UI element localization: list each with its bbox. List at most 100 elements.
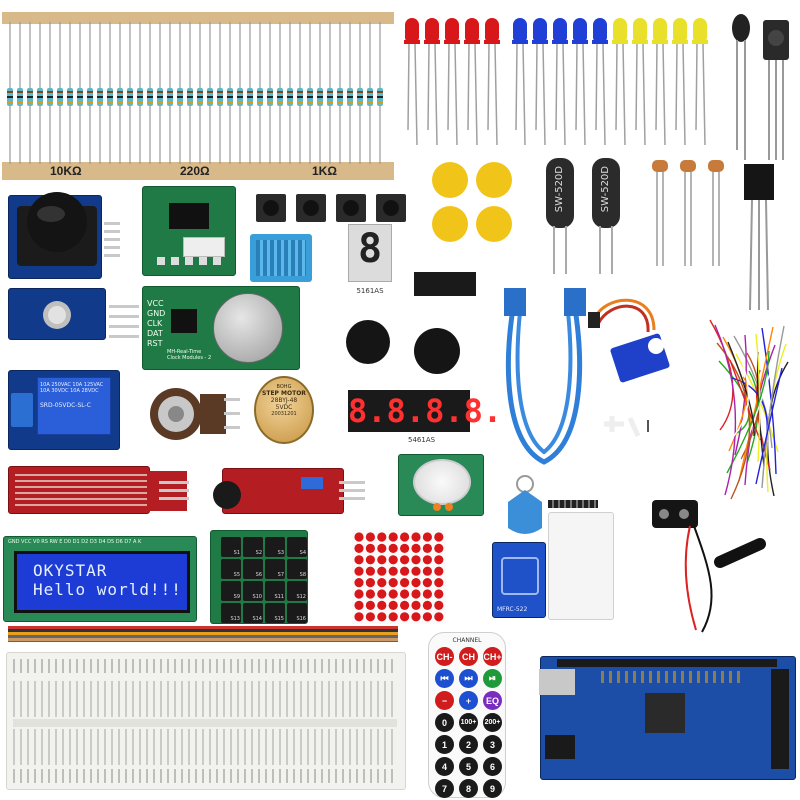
relay-spec-1: 10A 250VAC 10A 125VAC [40, 382, 104, 388]
remote-key[interactable]: 4 [435, 757, 454, 776]
four-digit-part: 5461AS [408, 436, 436, 444]
matrix-dot [354, 543, 364, 553]
remote-key[interactable]: 2 [459, 735, 478, 754]
ic-chip [414, 272, 476, 296]
keypad-key[interactable]: S13 [221, 603, 241, 623]
matrix-dot [377, 566, 387, 576]
keypad-key[interactable]: S7 [265, 559, 285, 579]
keypad-key[interactable]: S15 [265, 603, 285, 623]
pir-sensor [398, 454, 484, 516]
keypad-key[interactable]: S3 [265, 537, 285, 557]
rtc-pin-vcc: VCC [147, 299, 164, 308]
keypad-key[interactable]: S8 [287, 559, 307, 579]
resistor-array [7, 22, 383, 164]
remote-key[interactable]: 3 [483, 735, 502, 754]
stepper-model: 28BYJ-48 [270, 397, 298, 404]
rtc-battery [213, 293, 283, 363]
rtc-pin-gnd: GND [147, 309, 166, 318]
matrix-dot [422, 555, 432, 565]
keypad-key[interactable]: S16 [287, 603, 307, 623]
led [404, 18, 420, 146]
matrix-dot [411, 600, 421, 610]
keypad-key[interactable]: S1 [221, 537, 241, 557]
keypad-key[interactable]: S4 [287, 537, 307, 557]
keypad-key[interactable]: S9 [221, 581, 241, 601]
matrix-dot [365, 600, 375, 610]
keypad-key[interactable]: S14 [243, 603, 263, 623]
remote-key[interactable]: ⏭ [459, 669, 478, 688]
remote-key[interactable]: 6 [483, 757, 502, 776]
ribbon-cable [8, 626, 398, 642]
remote-title: CHANNEL [452, 637, 482, 644]
remote-key[interactable]: − [435, 691, 454, 710]
stepper-brand: BOHG [276, 384, 292, 390]
matrix-dot [422, 566, 432, 576]
matrix-dot [377, 600, 387, 610]
remote-key[interactable]: CH [459, 647, 478, 666]
keypad-key[interactable]: S2 [243, 537, 263, 557]
matrix-dot [422, 600, 432, 610]
stepper-motor: BOHG STEP MOTOR 28BYJ-48 5VDC 20031201 [254, 376, 314, 444]
remote-key[interactable]: CH+ [483, 647, 502, 666]
remote-key[interactable]: CH- [435, 647, 454, 666]
matrix-dot [411, 555, 421, 565]
keypad-key[interactable]: S11 [265, 581, 285, 601]
matrix-dot [422, 578, 432, 588]
led [464, 18, 480, 146]
matrix-dot [377, 532, 387, 542]
photoresistor [708, 160, 724, 266]
led [632, 18, 648, 146]
rtc-module: VCC GND CLK DAT RST MH-Real-Time Clock M… [142, 286, 300, 370]
jumper-wire [728, 376, 748, 452]
keypad-key[interactable]: S5 [221, 559, 241, 579]
remote-key[interactable]: ⏯ [483, 669, 502, 688]
matrix-dot [354, 578, 364, 588]
matrix-dot [388, 578, 398, 588]
remote-key[interactable]: ⏮ [435, 669, 454, 688]
keypad-key[interactable]: S10 [243, 581, 263, 601]
relay-box: 10A 250VAC 10A 125VAC 10A 30VDC 10A 28VD… [37, 377, 111, 435]
rgb-led-module [8, 288, 139, 340]
rtc-pin-labels: VCC GND CLK DAT RST [147, 299, 165, 349]
remote-key[interactable]: 9 [483, 779, 502, 798]
arduino-mega-board [539, 656, 796, 780]
matrix-dot [377, 589, 387, 599]
jumper-wire [755, 333, 761, 463]
matrix-dot [377, 578, 387, 588]
tactile-button [296, 194, 326, 222]
remote-key[interactable]: 8 [459, 779, 478, 798]
temperature-sensor [744, 164, 774, 310]
relay-module: 10A 250VAC 10A 125VAC 10A 30VDC 10A 28VD… [8, 370, 120, 450]
relay-terminal [11, 393, 33, 427]
led [572, 18, 588, 146]
remote-key[interactable]: 200+ [483, 713, 502, 732]
remote-key[interactable]: EQ [483, 691, 502, 710]
led [692, 18, 708, 146]
rtc-caption: MH-Real-Time Clock Modules - 2 [167, 349, 212, 361]
matrix-dot [400, 578, 410, 588]
matrix-dot [400, 566, 410, 576]
breadboard [6, 652, 406, 790]
led [512, 18, 528, 146]
remote-key[interactable]: 5 [459, 757, 478, 776]
remote-key[interactable]: 0 [435, 713, 454, 732]
resistor-strip: 10KΩ 220Ω 1KΩ [2, 12, 394, 180]
matrix-dot [388, 543, 398, 553]
pin-header-strip [548, 500, 598, 508]
keypad-key[interactable]: S12 [287, 581, 307, 601]
tactile-button [376, 194, 406, 222]
keypad-key[interactable]: S6 [243, 559, 263, 579]
matrix-dot [400, 543, 410, 553]
remote-key[interactable]: 7 [435, 779, 454, 798]
led [592, 18, 608, 146]
matrix-dot [365, 589, 375, 599]
keyfob-icon [508, 475, 542, 534]
matrix-dot [411, 578, 421, 588]
remote-key[interactable]: 100+ [459, 713, 478, 732]
matrix-dot [434, 543, 444, 553]
sound-sensor [213, 468, 365, 514]
remote-key[interactable]: 1 [435, 735, 454, 754]
matrix-dot [411, 612, 421, 622]
remote-key[interactable]: + [459, 691, 478, 710]
